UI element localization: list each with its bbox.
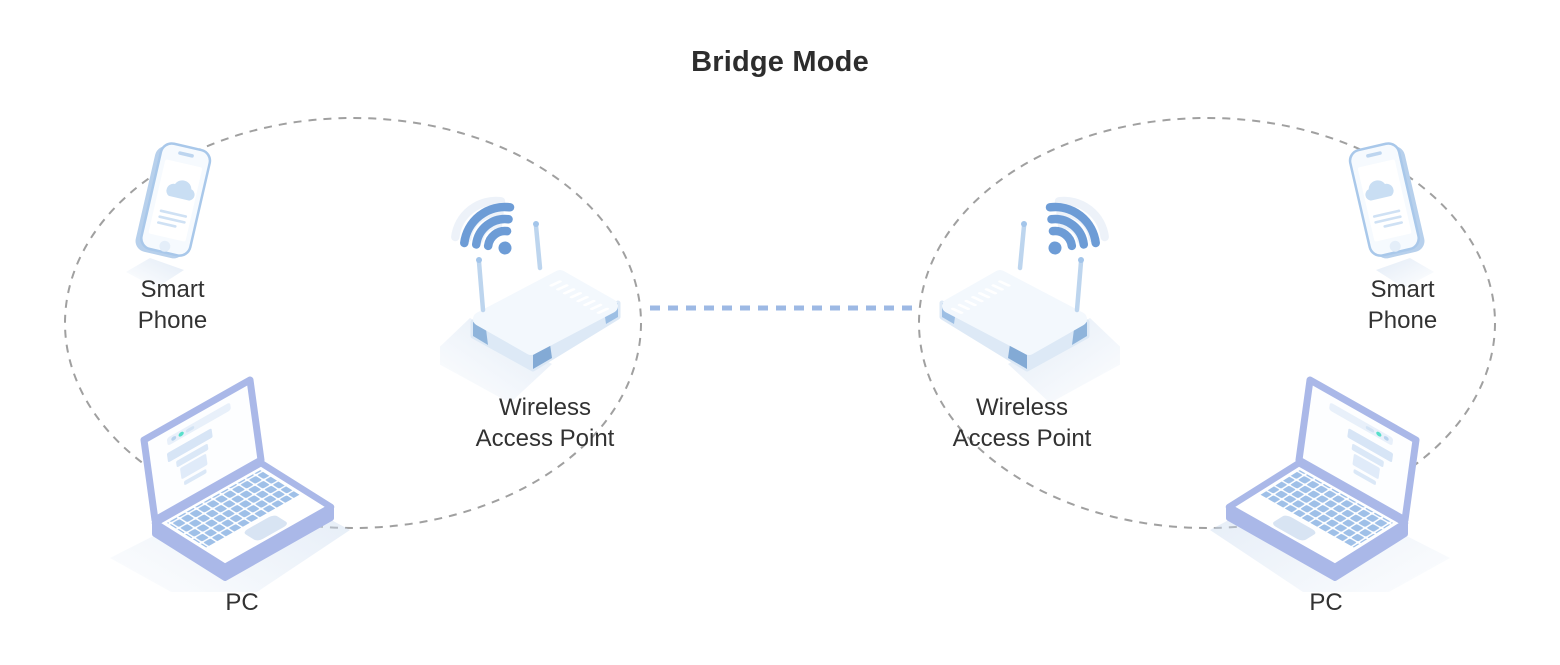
smartphone-label-right: Smart Phone bbox=[1367, 276, 1438, 334]
pc-label-right: PC bbox=[1309, 589, 1343, 616]
laptop-icon-right bbox=[1210, 362, 1460, 592]
access-point-icon-left bbox=[440, 168, 660, 403]
laptop-icon-left bbox=[100, 362, 350, 592]
access-point-label-right: Wireless Access Point bbox=[952, 394, 1092, 452]
diagram-title: Bridge Mode bbox=[691, 46, 869, 78]
network-b-boundary bbox=[918, 117, 1496, 529]
smartphone-label-left: Smart Phone bbox=[137, 276, 208, 334]
access-point-label-left: Wireless Access Point bbox=[475, 394, 615, 452]
network-a-boundary bbox=[64, 117, 642, 529]
access-point-icon-right bbox=[900, 168, 1120, 403]
pc-label-left: PC bbox=[225, 589, 259, 616]
